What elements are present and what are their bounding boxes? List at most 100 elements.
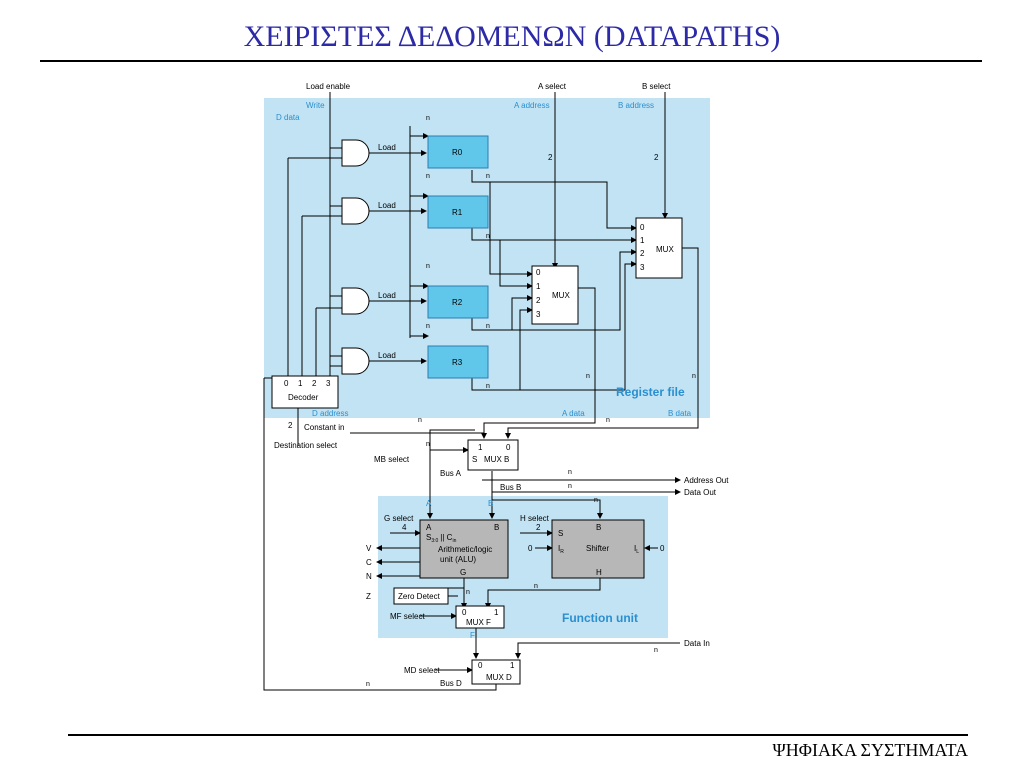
bus-d-label: Bus D — [440, 679, 462, 688]
g-width: 4 — [402, 523, 407, 532]
shifter-zero-left: 0 — [528, 544, 533, 553]
title-divider — [40, 60, 982, 62]
data-out-label: Data Out — [684, 488, 717, 497]
b-data-label: B data — [668, 409, 692, 418]
n-mark: n — [692, 373, 696, 380]
bus-a-label: Bus A — [440, 469, 462, 478]
alu-label-1: Arithmetic/logic — [438, 545, 492, 554]
n-mark: n — [568, 469, 572, 476]
n-mark: n — [606, 417, 610, 424]
shifter-s: S — [558, 529, 563, 538]
load-label-1: Load — [378, 201, 396, 210]
b-select-label: B select — [642, 82, 671, 91]
decoder-box — [271, 375, 339, 409]
width-2-d: 2 — [288, 421, 293, 430]
a-address-label: A address — [514, 101, 550, 110]
and-gate-0 — [341, 139, 370, 167]
mux-b-register — [635, 217, 683, 279]
h-select-label: H select — [520, 514, 550, 523]
mux-a — [531, 265, 579, 325]
alu-label-2: unit (ALU) — [440, 555, 476, 564]
register-file-label: Register file — [616, 385, 685, 399]
flag-z: Z — [366, 592, 371, 601]
mux-a-in-2: 2 — [536, 296, 541, 305]
n-mark: n — [426, 263, 430, 270]
r2-label: R2 — [452, 298, 463, 307]
load-label-3: Load — [378, 351, 396, 360]
width-2-a: 2 — [548, 153, 553, 162]
footer-divider — [68, 734, 968, 736]
mux-f-in-1: 1 — [494, 608, 499, 617]
mux-b-s: S — [472, 455, 477, 464]
mux-d-in-0: 0 — [478, 661, 483, 670]
alu-s: S3:0|| Cin — [426, 533, 457, 544]
shifter-b: B — [596, 523, 601, 532]
mux-b-reg-in-0: 0 — [640, 223, 645, 232]
mux-b — [467, 439, 519, 471]
a-data-label: A data — [562, 409, 585, 418]
mux-a-in-1: 1 — [536, 282, 541, 291]
mux-a-in-0: 0 — [536, 268, 541, 277]
mux-f — [455, 605, 505, 629]
shifter-label: Shifter — [586, 544, 609, 553]
mux-b-reg-in-2: 2 — [640, 249, 645, 258]
write-label: Write — [306, 101, 325, 110]
mux-d-label: MUX D — [486, 673, 512, 682]
shifter-ir: IR — [558, 544, 564, 555]
n-mark: n — [426, 115, 430, 122]
and-gate-3 — [341, 347, 370, 375]
mux-b-in-1: 1 — [478, 443, 483, 452]
h-width: 2 — [536, 523, 541, 532]
shifter — [551, 519, 645, 579]
bus-b-label: Bus B — [500, 483, 521, 492]
blue-f: F — [470, 631, 475, 640]
n-mark: n — [654, 647, 658, 654]
flag-c: C — [366, 558, 372, 567]
g-select-label: G select — [384, 514, 414, 523]
decoder-out-2: 2 — [312, 379, 317, 388]
n-mark: n — [486, 323, 490, 330]
footer-text: ΨΗΦΙΑΚΑ ΣΥΣΤΗΜΑΤΑ — [772, 740, 968, 760]
address-out-label: Address Out — [684, 476, 729, 485]
alu-g: G — [460, 568, 466, 577]
mux-f-label: MUX F — [466, 618, 491, 627]
n-mark: n — [426, 323, 430, 330]
register-r2 — [427, 285, 489, 319]
md-select-label: MD select — [404, 666, 440, 675]
r3-label: R3 — [452, 358, 463, 367]
destination-select-label: Destination select — [274, 441, 338, 450]
load-label-0: Load — [378, 143, 396, 152]
shifter-il: IL — [634, 544, 639, 555]
d-address-label: D address — [312, 409, 348, 418]
n-mark: n — [486, 173, 490, 180]
n-mark: n — [568, 483, 572, 490]
alu — [419, 519, 509, 579]
decoder-label: Decoder — [288, 393, 319, 402]
register-r3 — [427, 345, 489, 379]
n-mark: n — [594, 497, 598, 504]
load-label-2: Load — [378, 291, 396, 300]
n-mark: n — [534, 583, 538, 590]
d-data-label: D data — [276, 113, 300, 122]
mux-b-label: MUX B — [484, 455, 509, 464]
flag-n: N — [366, 572, 372, 581]
data-in-label: Data In — [684, 639, 710, 648]
mf-select-label: MF select — [390, 612, 425, 621]
mb-select-label: MB select — [374, 455, 410, 464]
decoder-out-1: 1 — [298, 379, 303, 388]
constant-in-label: Constant in — [304, 423, 344, 432]
mux-b-reg-in-3: 3 — [640, 263, 645, 272]
register-r0 — [427, 135, 489, 169]
r0-label: R0 — [452, 148, 463, 157]
mux-b-reg-label: MUX — [656, 245, 674, 254]
n-mark: n — [486, 383, 490, 390]
n-mark: n — [366, 681, 370, 688]
datapath-diagram: Load enable A select B select R0 R1 R2 R… — [263, 82, 729, 691]
alu-b: B — [494, 523, 499, 532]
shifter-zero-right: 0 — [660, 544, 665, 553]
blue-a: A — [426, 499, 432, 508]
mux-b-reg-in-1: 1 — [640, 236, 645, 245]
b-address-label: B address — [618, 101, 654, 110]
width-2-b: 2 — [654, 153, 659, 162]
n-mark: n — [586, 373, 590, 380]
